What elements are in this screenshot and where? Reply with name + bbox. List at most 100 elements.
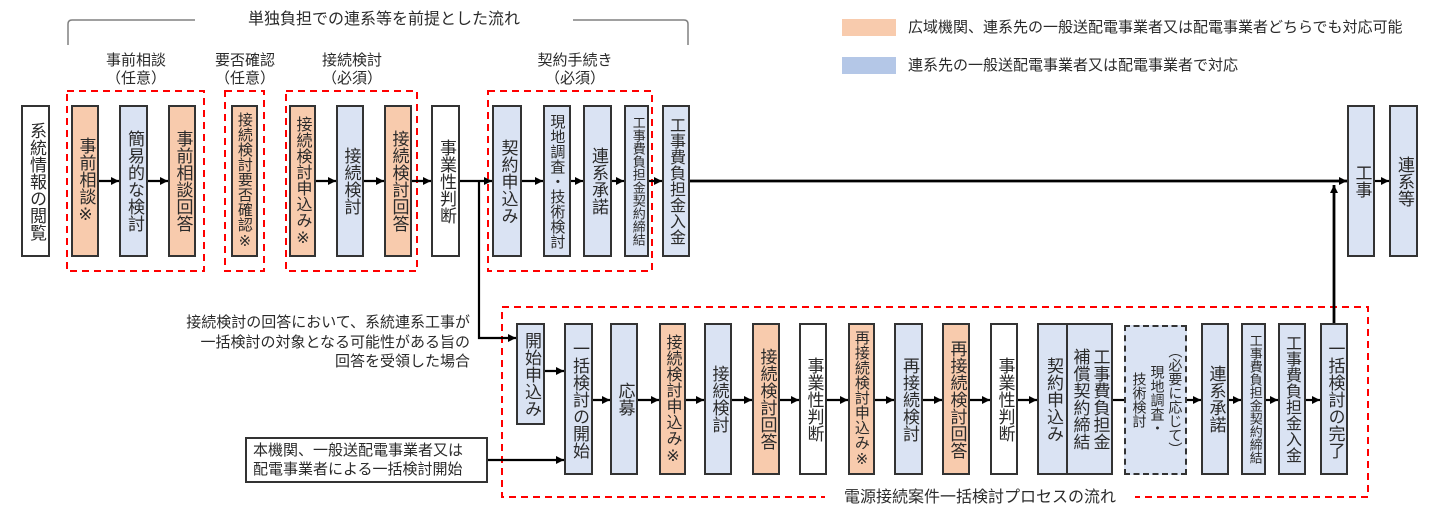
trigger-line: 本機関、一般送配電事業者又は [253, 441, 464, 459]
bottom-row-arrows [488, 185, 1338, 464]
bulk-step-contract-combined: 契約申込み 工事費負担金 補償契約締結 [1037, 323, 1113, 475]
step-label: 一括検討の開始 [569, 339, 590, 459]
legend-label-grid-operator: 連系先の一般送配電事業者又は配電事業者で対応 [908, 56, 1239, 74]
step-label: 接続検討申込み※ [663, 333, 683, 465]
bulk-step-connection-study-answer: 接続検討回答 [752, 323, 780, 475]
step-system-info-browse: 系統情報の閲覧 [21, 105, 50, 257]
step-cost-payment: 工事費負担金入金 [662, 105, 690, 257]
bulk-step-bulk-study-complete: 一括検討の完了 [1320, 323, 1348, 475]
group-label-pre-consultation: 事前相談 （任意） [76, 51, 196, 87]
step-label-line: （必要に応じて） [1166, 344, 1183, 456]
bulk-step-business-judgment: 事業性判断 [799, 323, 827, 475]
group-requirement: （任意） [105, 69, 166, 87]
step-label: 連系承諾 [588, 147, 609, 215]
step-label: 開始申込み [521, 331, 542, 417]
step-label: 再接続検討 [899, 356, 920, 442]
step-label: 接続検討回答 [388, 130, 409, 232]
step-label: 応募 [614, 382, 635, 416]
step-label: 現地調査・技術検討 [548, 113, 567, 249]
step-simple-study: 簡易的な検討 [119, 105, 148, 257]
step-label: （必要に応じて） 現地調査・ 技術検討 [1129, 344, 1183, 456]
step-label: 連系承諾 [1205, 365, 1226, 433]
step-cost-contract: 工事費負担金契約締結 [624, 105, 649, 257]
bulk-step-connection-study-application: 接続検討申込み※ [659, 323, 686, 475]
bulk-step-business-judgment-2: 事業性判断 [990, 323, 1018, 475]
note-line: 一括検討の対象となる可能性がある旨の [200, 332, 470, 351]
step-pre-consultation: 事前相談※ [71, 105, 99, 257]
group-requirement: （必須） [321, 69, 382, 87]
single-flow-title: 単独負担での連系等を前提とした流れ [247, 9, 520, 28]
bulk-step-reconnection-study-answer: 再接続検討回答 [942, 323, 970, 475]
step-label: 一括検討の完了 [1324, 339, 1345, 459]
step-label: 再接続検討申込み※ [852, 330, 871, 468]
branch-to-bulk-arrow [477, 181, 516, 342]
step-label-line: 補償契約締結 [1069, 348, 1090, 450]
step-label: 接続検討 [708, 365, 729, 433]
bulk-step-reconnection-study-application: 再接続検討申込み※ [848, 323, 875, 475]
bulk-step-bulk-study-start: 一括検討の開始 [564, 323, 593, 475]
group-name: 要否確認 [214, 51, 275, 69]
step-label: 事業性判断 [436, 138, 457, 224]
step-label: 事業性判断 [994, 356, 1015, 442]
bulk-flow-title: 電源接続案件一括検討プロセスの流れ [825, 487, 1135, 507]
step-label: 事前相談※ [75, 137, 96, 225]
legend-swatch-shared [842, 19, 896, 36]
bulk-step-compensation-contract: 工事費負担金 補償契約締結 [1066, 325, 1111, 473]
step-label: 簡易的な検討 [124, 130, 145, 232]
step-label-line: 技術検討 [1130, 372, 1147, 428]
trigger-line: 配電事業者による一括検討開始 [253, 460, 463, 478]
group-requirement: （必須） [544, 69, 605, 87]
step-label: 接続検討 [340, 147, 361, 215]
step-contract-application: 契約申込み [492, 105, 522, 257]
step-label: 工事 [1351, 164, 1372, 198]
step-label: 系統情報の閲覧 [26, 121, 47, 241]
step-label: 工事費負担金契約締結 [629, 116, 645, 246]
step-construction: 工事 [1347, 105, 1375, 257]
group-name: 契約手続き [537, 51, 613, 69]
bulk-step-connection-study: 接続検討 [704, 323, 732, 475]
step-label: 工事費負担金契約締結 [1246, 334, 1262, 464]
bulk-step-application-entry: 応募 [610, 323, 638, 475]
bulk-trigger-note: 接続検討の回答において、系統連系工事が 一括検討の対象となる可能性がある旨の 回… [120, 313, 470, 372]
bulk-step-cost-payment: 工事費負担金入金 [1278, 323, 1306, 475]
bulk-trigger-box: 本機関、一般送配電事業者又は 配電事業者による一括検討開始 [245, 437, 488, 483]
step-label-line: 現地調査・ [1148, 365, 1165, 435]
step-label: 連系等 [1394, 155, 1415, 207]
step-label: 接続検討要否確認※ [235, 112, 254, 250]
step-necessity-check: 接続検討要否確認※ [231, 105, 258, 257]
group-label-necessity-check: 要否確認 （任意） [185, 51, 305, 87]
step-label: 接続検討申込み※ [293, 115, 313, 247]
group-name: 事前相談 [105, 51, 166, 69]
group-requirement: （任意） [214, 69, 275, 87]
step-connection-study: 接続検討 [336, 105, 364, 257]
bulk-step-contract-application: 契約申込み [1039, 325, 1066, 473]
step-label: 契約申込み [1043, 356, 1064, 442]
step-connection-study-application: 接続検討申込み※ [289, 105, 316, 257]
step-label: 接続検討回答 [756, 348, 777, 450]
step-interconnection: 連系等 [1389, 105, 1418, 257]
step-pre-consultation-answer: 事前相談回答 [168, 105, 196, 257]
step-label: 工事費負担金 補償契約締結 [1069, 348, 1110, 450]
step-site-survey: 現地調査・技術検討 [543, 105, 571, 257]
step-connection-study-answer: 接続検討回答 [384, 105, 412, 257]
legend-label-shared: 広域機関、連系先の一般送配電事業者又は配電事業者どちらでも対応可能 [908, 18, 1403, 36]
bulk-step-reconnection-study: 再接続検討 [894, 323, 923, 475]
bulk-step-interconnection-approval: 連系承諾 [1201, 323, 1229, 475]
note-line: 回答を受領した場合 [334, 352, 470, 370]
title-bracket-right [573, 19, 689, 45]
bulk-step-start-application: 開始申込み [516, 323, 545, 425]
step-business-judgment: 事業性判断 [431, 105, 460, 257]
group-frame-pre-consultation [66, 90, 205, 272]
bulk-step-cost-contract: 工事費負担金契約締結 [1241, 323, 1266, 475]
step-label: 事前相談回答 [172, 130, 193, 232]
step-label-line: 工事費負担金 [1089, 348, 1110, 450]
bulk-step-optional-site-survey: （必要に応じて） 現地調査・ 技術検討 [1124, 325, 1187, 475]
step-interconnection-approval: 連系承諾 [583, 105, 612, 257]
note-line: 接続検討の回答において、系統連系工事が [186, 313, 470, 331]
title-bracket-left [67, 19, 195, 45]
step-label: 再接続検討回答 [946, 339, 967, 459]
group-name: 接続検討 [321, 51, 382, 69]
group-label-contract: 契約手続き （必須） [515, 51, 635, 87]
step-label: 契約申込み [497, 138, 518, 224]
